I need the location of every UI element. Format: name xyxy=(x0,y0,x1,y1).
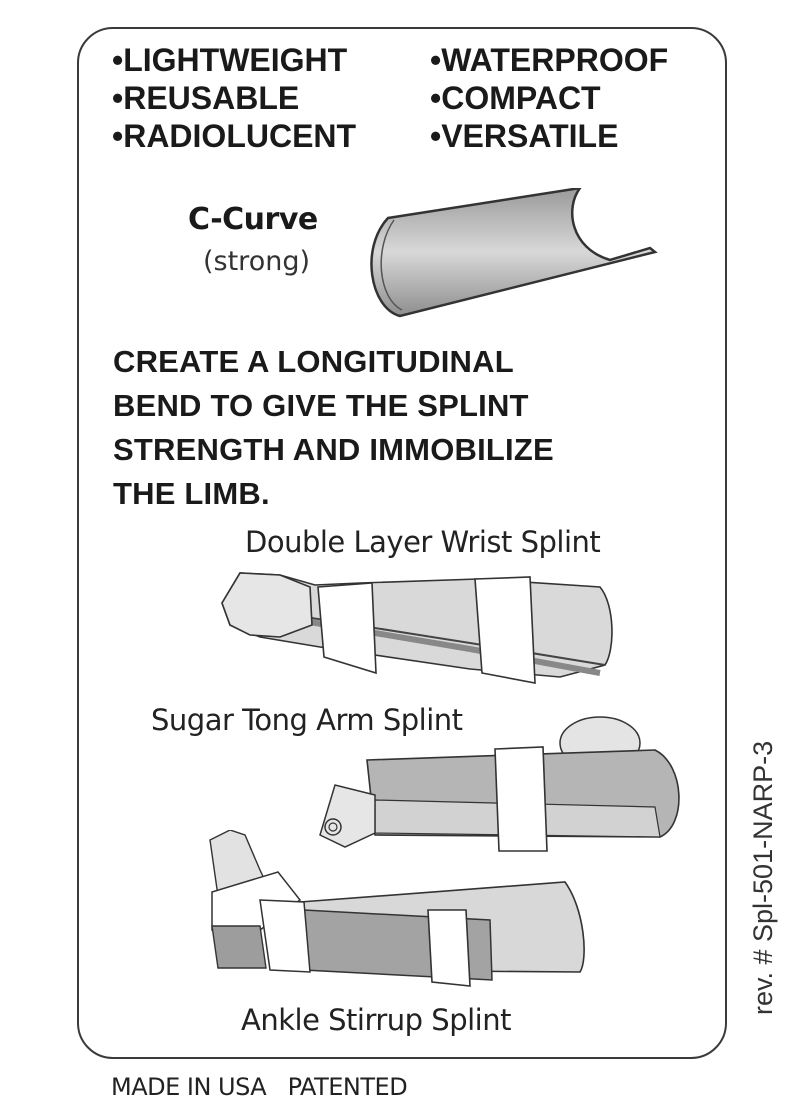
instruction-line: CREATE A LONGITUDINAL xyxy=(113,344,514,379)
feature-compact: •COMPACT xyxy=(430,80,601,116)
ankle-stirrup-label: Ankle Stirrup Splint xyxy=(241,1003,512,1037)
instruction-card xyxy=(77,27,727,1059)
sugar-tong-splint-icon xyxy=(319,716,680,852)
revision-number: rev. # Spl-501-NARP-3 xyxy=(748,740,778,1015)
sugar-tong-label: Sugar Tong Arm Splint xyxy=(151,703,463,737)
ankle-stirrup-splint-icon xyxy=(209,830,585,987)
instruction-line: THE LIMB. xyxy=(113,476,270,511)
instruction-line: STRENGTH AND IMMOBILIZE xyxy=(113,432,554,467)
c-curve-splint-icon xyxy=(370,188,658,318)
wrist-splint-icon xyxy=(221,572,613,684)
instruction-line: BEND TO GIVE THE SPLINT xyxy=(113,388,529,423)
feature-versatile: •VERSATILE xyxy=(430,118,619,154)
feature-radiolucent: •RADIOLUCENT xyxy=(112,118,357,154)
c-curve-subtitle: (strong) xyxy=(203,246,310,277)
feature-lightweight: •LIGHTWEIGHT xyxy=(112,42,348,78)
instruction-text: CREATE A LONGITUDINAL BEND TO GIVE THE S… xyxy=(113,340,713,516)
wrist-splint-label: Double Layer Wrist Splint xyxy=(245,525,601,559)
feature-reusable: •REUSABLE xyxy=(112,80,300,116)
footer-text: MADE IN USA PATENTED xyxy=(111,1073,408,1101)
feature-waterproof: •WATERPROOF xyxy=(430,42,669,78)
c-curve-title: C-Curve xyxy=(188,202,318,237)
